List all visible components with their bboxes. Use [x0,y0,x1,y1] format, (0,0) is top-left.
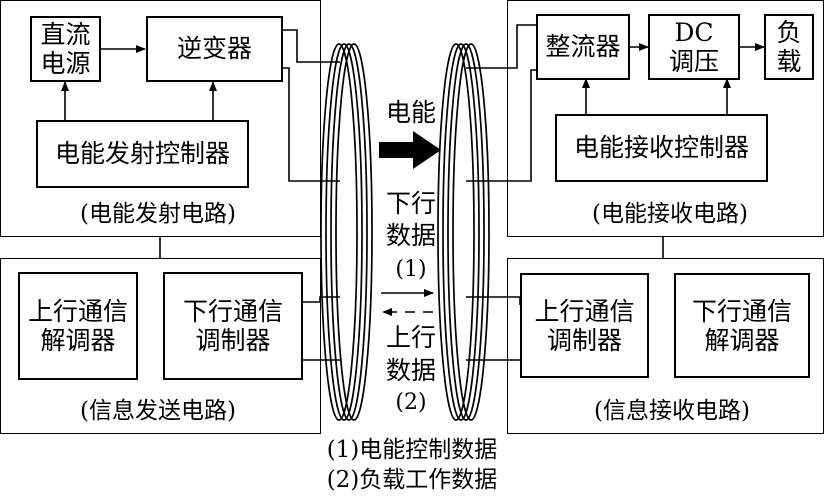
tx-mod-line1: 下行通信 [182,297,283,326]
info-send-circuit [0,258,321,434]
downlink-demodulator-box: 下行通信 解调器 [674,273,810,378]
load-line1: 负 [776,18,802,47]
power-receive-controller: 电能接收控制器 [555,114,768,182]
downlink-label-2: 数据 [385,221,436,250]
dc-regulator-box: DC 调压 [648,14,740,80]
inverter-label: 逆变器 [176,34,252,63]
inverter-coil-wire-top [282,29,340,63]
inverter-coil-wire-bottom [282,67,340,182]
info-send-label: (信息发送电路) [80,398,236,424]
legend-item-1: (1)电能控制数据 [326,437,498,463]
receive-coil [437,43,490,421]
inverter-box: 逆变器 [146,16,283,82]
tx-demod-line2: 解调器 [40,326,116,355]
tx-demod-line1: 上行通信 [27,297,128,326]
power-transmit-controller: 电能发射控制器 [36,120,249,188]
info-receive-label: (信息接收电路) [594,398,750,424]
receive-controller-label: 电能接收控制器 [573,133,749,162]
load-box: 负 载 [764,14,814,80]
dc-regulator-line2: 调压 [668,47,719,76]
downlink-label-3: (1) [395,257,427,282]
downlink-label-1: 下行 [385,189,436,218]
rx-demod-line2: 解调器 [704,325,780,355]
uplink-label-1: 上行 [385,323,436,352]
transmit-circuit-label: (电能发射电路) [80,201,236,227]
transmit-controller-label: 电能发射控制器 [54,139,230,168]
rx-mod-line1: 上行通信 [534,296,635,326]
uplink-label-2: 数据 [385,356,436,385]
coil-rect-wire-top [466,24,536,69]
dc-power-source: 直流 电源 [30,16,101,82]
power-label: 电能 [385,98,436,127]
dc-source-line1: 直流 [40,20,91,49]
coil-rect-wire-bottom [466,69,536,182]
downlink-modulator-box: 下行通信 调制器 [163,272,303,380]
uplink-label-3: (2) [395,390,427,415]
tx-mod-line2: 调制器 [195,326,271,355]
transmit-coil [320,43,373,421]
rectifier-label: 整流器 [545,32,621,61]
uplink-demodulator-box: 上行通信 解调器 [18,272,138,380]
dc-source-line2: 电源 [40,49,91,78]
dc-regulator-line1: DC [674,18,714,47]
rx-demod-line1: 下行通信 [691,296,792,326]
legend-item-2: (2)负载工作数据 [326,467,498,493]
receive-circuit-label: (电能接收电路) [592,201,748,227]
rx-mod-line2: 调制器 [546,325,622,355]
load-line2: 载 [776,47,802,76]
rectifier-box: 整流器 [536,14,630,80]
power-transmit-circuit [0,0,321,237]
power-arrow [379,131,441,169]
uplink-modulator-box: 上行通信 调制器 [520,273,649,378]
